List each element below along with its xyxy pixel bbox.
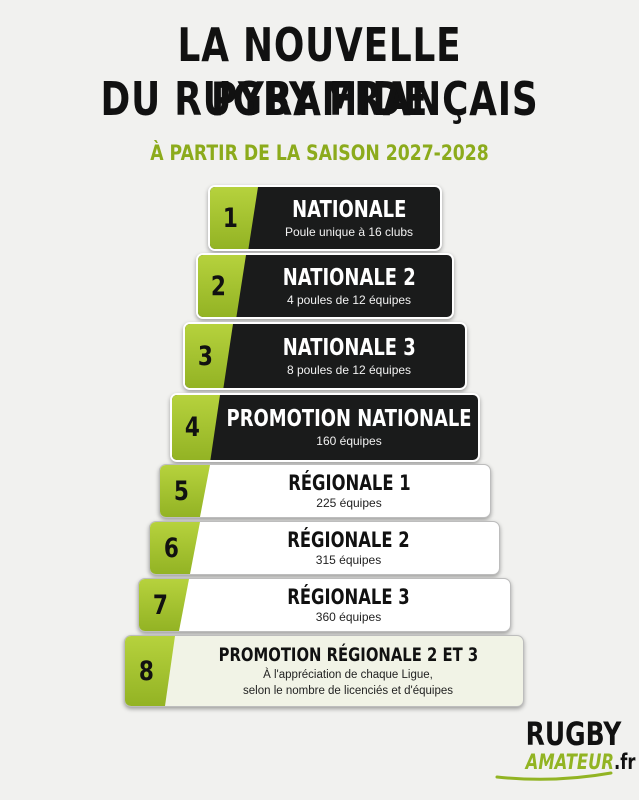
tier-number-badge: 5 <box>160 465 210 517</box>
tier-number-badge: 7 <box>139 579 189 631</box>
tier-name: NATIONALE <box>291 196 407 223</box>
rugby-amateur-logo: RUGBY AMATEUR.fr <box>495 715 636 781</box>
tier-2-nationale-2: 2 NATIONALE 2 4 poules de 12 équipes <box>196 253 454 319</box>
tier-number: 8 <box>138 655 154 687</box>
tier-number: 1 <box>222 202 238 234</box>
tier-number: 2 <box>210 270 226 302</box>
tier-number: 3 <box>197 340 213 372</box>
main-title-line-1: LA NOUVELLE PYRAMIDE <box>177 18 462 126</box>
logo-word-rugby: RUGBY <box>525 715 622 753</box>
logo-domain-suffix: .fr <box>614 750 636 774</box>
logo-amateur-text: AMATEUR <box>525 750 615 774</box>
tier-5-regionale-1: 5 RÉGIONALE 1 225 équipes <box>159 464 491 518</box>
tier-name: PROMOTION NATIONALE <box>226 406 472 432</box>
tier-number: 6 <box>163 532 179 564</box>
main-title-line-2: DU RUGBY FRANÇAIS <box>100 72 539 126</box>
tier-description: 4 poules de 12 équipes <box>286 292 412 307</box>
logo-word-amateur: AMATEUR.fr <box>525 750 636 774</box>
tier-number-badge: 6 <box>150 522 200 574</box>
tier-6-regionale-2: 6 RÉGIONALE 2 315 équipes <box>149 521 500 575</box>
tier-8-promotion-regionale: 8 PROMOTION RÉGIONALE 2 ET 3 À l'appréci… <box>124 635 524 707</box>
tier-number-badge: 8 <box>125 636 175 706</box>
tier-number: 7 <box>152 589 168 621</box>
tier-description: 315 équipes <box>315 553 382 567</box>
tier-number-badge: 2 <box>198 255 246 317</box>
tier-name: NATIONALE 2 <box>282 264 416 291</box>
tier-description-line-2: selon le nombre de licenciés et d'équipe… <box>243 684 453 697</box>
tier-number: 4 <box>184 412 200 443</box>
season-subtitle: À PARTIR DE LA SAISON 2027-2028 <box>150 141 489 165</box>
tier-name: NATIONALE 3 <box>282 334 416 361</box>
tier-name: RÉGIONALE 2 <box>287 528 410 552</box>
tier-name: RÉGIONALE 3 <box>287 585 410 609</box>
tier-description: 8 poules de 12 équipes <box>286 362 412 377</box>
tier-description-line-1: À l'appréciation de chaque Ligue, <box>263 668 433 681</box>
tier-name: PROMOTION RÉGIONALE 2 ET 3 <box>218 643 478 666</box>
logo-swoosh-icon <box>495 771 613 781</box>
tier-7-regionale-3: 7 RÉGIONALE 3 360 équipes <box>138 578 511 632</box>
tier-name: RÉGIONALE 1 <box>287 471 411 495</box>
tier-description: Poule unique à 16 clubs <box>284 224 414 239</box>
tier-description: 225 équipes <box>316 496 382 510</box>
tier-number: 5 <box>173 475 189 507</box>
tier-1-nationale: 1 NATIONALE Poule unique à 16 clubs <box>208 185 442 251</box>
tier-description: 360 équipes <box>315 610 382 624</box>
tier-number-badge: 4 <box>172 395 220 460</box>
tier-4-promotion-nationale: 4 PROMOTION NATIONALE 160 équipes <box>170 393 480 462</box>
tier-number-badge: 3 <box>185 324 233 388</box>
tier-description: 160 équipes <box>316 434 382 448</box>
tier-3-nationale-3: 3 NATIONALE 3 8 poules de 12 équipes <box>183 322 467 390</box>
tier-number-badge: 1 <box>210 187 258 249</box>
